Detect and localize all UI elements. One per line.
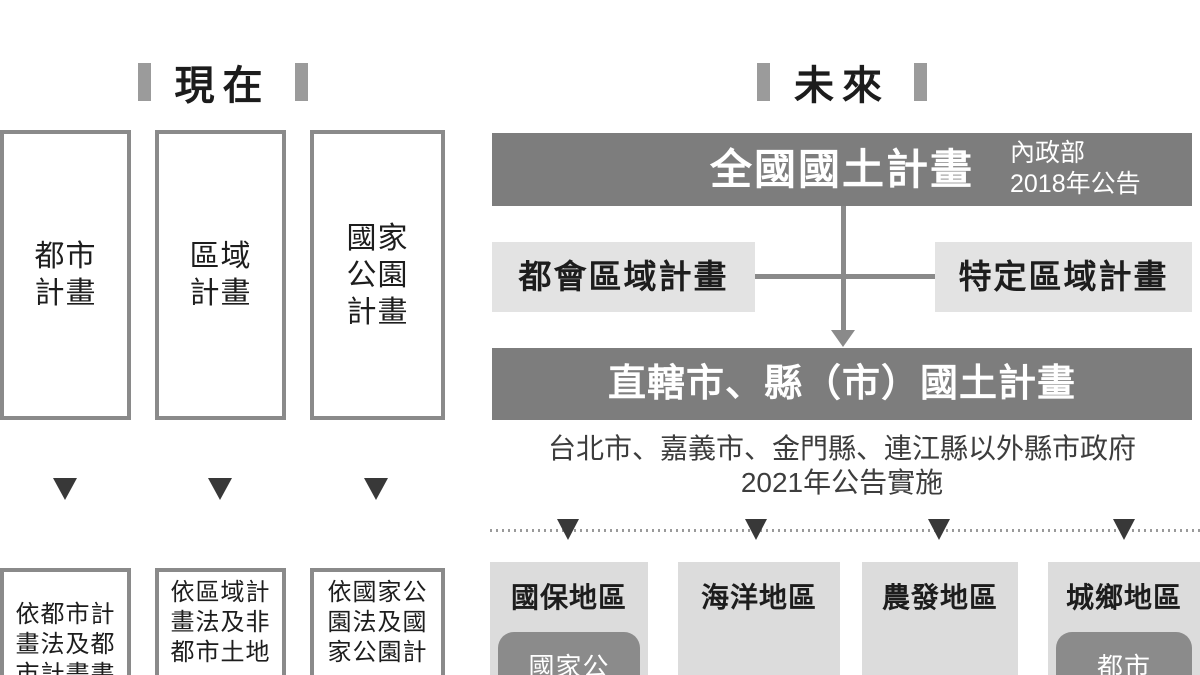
law-line: 園法及國: [327, 609, 428, 636]
law-box-national-park-text: 依國家公 園法及國 家公園計: [314, 572, 441, 668]
title-bar-icon: [914, 63, 927, 101]
plan-line: 區域: [189, 240, 252, 273]
vertical-connector-line: [841, 206, 846, 330]
plan-line: 計畫: [34, 277, 97, 310]
title-bar-icon: [294, 63, 308, 101]
zone-label: 城鄉地區: [1065, 582, 1182, 613]
plan-line: 都市: [34, 240, 97, 273]
zone-label: 海洋地區: [700, 582, 817, 613]
plan-line: 計畫: [189, 277, 252, 310]
down-arrow-icon: [1113, 519, 1135, 540]
horizontal-connector-line: [755, 274, 935, 279]
law-line: 都市土地: [170, 639, 271, 666]
note-line: 2018年公告: [1010, 170, 1141, 198]
section-title-future: 未來: [492, 58, 1192, 108]
zone-box-marine: 海洋地區: [678, 562, 840, 675]
zone-sub-box-urban: 都市: [1056, 632, 1192, 675]
caption-line: 2021年公告實施: [740, 467, 944, 498]
plan-line: 國家: [346, 221, 409, 255]
down-arrow-icon: [745, 519, 767, 540]
plan-box-regional-label: 區域 計畫: [190, 238, 252, 312]
dotted-divider-line: [490, 529, 1200, 532]
zone-box-conservation: 國保地區 國家公: [490, 562, 648, 675]
plan-box-regional: 區域 計畫: [155, 130, 286, 420]
law-line: 依國家公: [327, 579, 428, 606]
county-plan-banner: 直轄市、縣（市）國土計畫: [492, 348, 1192, 420]
county-plan-caption: 台北市、嘉義市、金門縣、連江縣以外縣市政府 2021年公告實施: [492, 432, 1192, 500]
specific-regional-plan-box: 特定區域計畫: [935, 242, 1192, 312]
zone-sub-box-national-park: 國家公: [498, 632, 640, 675]
law-line: 畫法及非: [170, 609, 271, 636]
plan-box-national-park-label: 國家 公園 計畫: [347, 220, 409, 331]
section-title-present: 現在: [0, 58, 445, 108]
title-bar-icon: [757, 63, 770, 101]
law-line: 依都市計: [15, 601, 116, 628]
down-arrow-icon: [208, 478, 232, 500]
plan-box-urban-label: 都市 計畫: [35, 238, 97, 312]
caption-line: 台北市、嘉義市、金門縣、連江縣以外縣市政府: [547, 433, 1136, 464]
note-line: 內政部: [1010, 139, 1086, 167]
future-title: 未來: [794, 64, 890, 108]
national-plan-title: 全國國土計畫: [709, 146, 974, 193]
down-arrow-icon: [364, 478, 388, 500]
zone-label: 農發地區: [881, 582, 998, 613]
title-bar-icon: [137, 63, 151, 101]
law-line: 家公園計: [327, 639, 428, 666]
plan-box-national-park: 國家 公園 計畫: [310, 130, 445, 420]
law-box-regional-text: 依區域計 畫法及非 都市土地: [159, 572, 282, 668]
down-arrow-icon: [928, 519, 950, 540]
present-title: 現在: [174, 64, 271, 108]
law-box-regional: 依區域計 畫法及非 都市土地: [155, 568, 286, 675]
plan-line: 公園: [346, 258, 409, 292]
law-line: 依區域計: [170, 579, 271, 606]
national-plan-banner: 全國國土計畫 內政部 2018年公告: [492, 133, 1192, 206]
law-box-national-park: 依國家公 園法及國 家公園計: [310, 568, 445, 675]
law-line: 畫法及都: [15, 631, 116, 658]
zone-box-agricultural: 農發地區: [862, 562, 1018, 675]
law-box-urban-text: 依都市計 畫法及都 市計畫書: [4, 572, 127, 675]
national-plan-note: 內政部 2018年公告: [1010, 138, 1141, 200]
plan-box-urban: 都市 計畫: [0, 130, 131, 420]
connector-arrowhead-icon: [831, 330, 855, 347]
plan-line: 計畫: [346, 295, 409, 329]
law-line: 市計畫書: [15, 661, 116, 675]
down-arrow-icon: [557, 519, 579, 540]
down-arrow-icon: [53, 478, 77, 500]
zone-label: 國保地區: [510, 582, 627, 613]
zone-box-urban-rural: 城鄉地區 都市: [1048, 562, 1200, 675]
law-box-urban: 依都市計 畫法及都 市計畫書: [0, 568, 131, 675]
metro-regional-plan-box: 都會區域計畫: [492, 242, 755, 312]
